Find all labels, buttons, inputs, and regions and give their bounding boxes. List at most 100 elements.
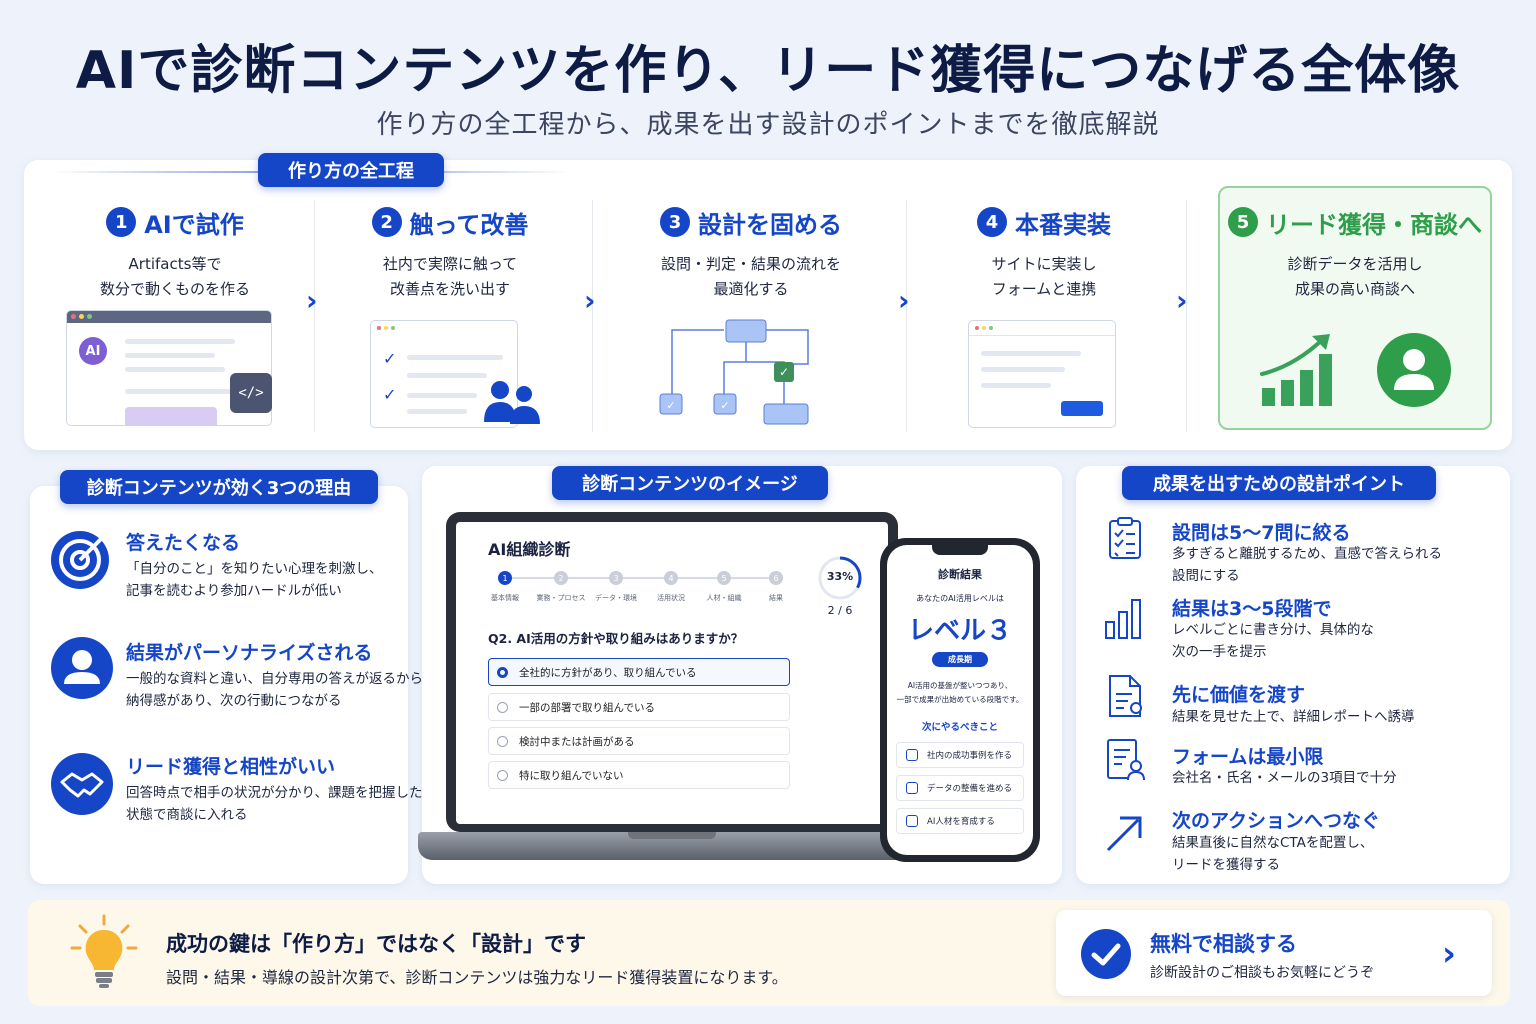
result-heading: 診断結果: [938, 568, 982, 581]
step-title: リード獲得・商談へ: [1266, 210, 1482, 239]
radio-icon: [497, 770, 508, 781]
step-desc: フォームと連携: [991, 280, 1097, 298]
answer-option-label: 一部の部署で取り組んでいる: [519, 701, 655, 714]
document-icon: [1109, 675, 1142, 717]
form-mockup: [968, 320, 1116, 428]
shield-icon: [906, 749, 918, 761]
step-desc: 数分で動くものを作る: [99, 280, 250, 298]
step-desc: 成果の高い商談へ: [1294, 280, 1415, 298]
step-divider: [314, 200, 315, 432]
clipboard-checklist-icon: [1109, 517, 1141, 559]
radio-icon: [497, 702, 508, 713]
check-icon: ✓: [383, 349, 397, 368]
target-icon: [51, 528, 112, 589]
step-desc: 設問・判定・結果の流れを: [660, 255, 841, 273]
radio-icon: [497, 667, 508, 678]
answer-option[interactable]: 全社的に方針があり、取り組んでいる: [488, 658, 790, 686]
chevron-right-icon[interactable]: ›: [1442, 934, 1457, 974]
todo-item[interactable]: データの整備を進める: [896, 775, 1024, 801]
bottom-desc: 設問・結果・導線の設計次第で、診断コンテンツは強力なリード獲得装置になります。: [166, 968, 788, 987]
check-icon: ✓: [383, 385, 397, 404]
lightbulb-icon: [70, 914, 138, 988]
todo-item-label: データの整備を進める: [927, 784, 1013, 794]
point-desc: 設問にする: [1172, 568, 1240, 584]
arrow-right-icon: ›: [306, 284, 318, 317]
answer-option[interactable]: 検討中または計画がある: [488, 727, 790, 755]
check-circle-icon: [1081, 929, 1131, 979]
todo-item[interactable]: AI人材を育成する: [896, 808, 1024, 834]
arrow-right-icon: ›: [898, 284, 910, 317]
todo-item[interactable]: 社内の成功事例を作る: [896, 742, 1024, 768]
point-desc: 結果直後に自然なCTAを配置し、: [1172, 835, 1374, 851]
page-subtitle: 作り方の全工程から、成果を出す設計のポイントまでを徹底解説: [376, 110, 1160, 140]
step-desc: 改善点を洗い出す: [389, 280, 510, 298]
progress-step-label: 結果: [769, 594, 783, 602]
step-number: 4: [977, 207, 1007, 237]
step-divider: [906, 200, 907, 432]
result-intro: あなたのAI活用レベルは: [916, 594, 1004, 603]
database-icon: [906, 782, 918, 794]
point-desc: レベルごとに書き分け、具体的な: [1172, 622, 1374, 638]
quiz-title: AI組織診断: [488, 540, 571, 559]
step-3: 3 設計を固める 設問・判定・結果の流れを最適化する: [606, 200, 896, 302]
todo-item-label: AI人材を育成する: [927, 817, 995, 827]
progress-step: 3: [609, 571, 623, 585]
result-level: レベル３: [907, 616, 1012, 646]
user-circle-icon: [1377, 333, 1451, 407]
user-icon: [51, 637, 113, 699]
reason-title: リード獲得と相性がいい: [126, 756, 336, 778]
step-title: 設計を固める: [698, 210, 842, 239]
step-number: 3: [660, 207, 690, 237]
result-desc: AI活用の基盤が整いつつあり、: [907, 681, 1013, 690]
arrow-up-right-icon: [1106, 816, 1142, 852]
step-desc: 診断データを活用し: [1287, 255, 1423, 273]
stage-badge: 成長期: [932, 652, 988, 667]
point-title: フォームは最小限: [1172, 746, 1324, 768]
step-title: AIで試作: [144, 210, 244, 239]
progress-count: 2 / 6: [827, 604, 853, 617]
laptop-notch: [628, 832, 716, 839]
progress-step-label: 基本情報: [491, 594, 519, 602]
users-icon: [484, 381, 540, 424]
bottom-title: 成功の鍵は「作り方」ではなく「設計」です: [166, 932, 586, 956]
step-desc: Artifacts等で: [128, 255, 222, 273]
progress-percent: 33%: [826, 570, 854, 583]
result-desc: 一部で成果が出始めている段階です。: [896, 695, 1024, 704]
answer-option[interactable]: 特に取り組んでいない: [488, 761, 790, 789]
progress-step: 4: [664, 571, 678, 585]
answer-option-label: 全社的に方針があり、取り組んでいる: [519, 666, 697, 679]
answer-option[interactable]: 一部の部署で取り組んでいる: [488, 693, 790, 721]
point-desc: 会社名・氏名・メールの3項目で十分: [1172, 770, 1397, 786]
cta-title: 無料で相談する: [1150, 932, 1297, 956]
arrow-right-icon: ›: [1176, 284, 1188, 317]
reason-desc: 「自分のこと」を知りたい心理を刺激し、: [126, 561, 383, 577]
step-desc: 最適化する: [713, 280, 789, 298]
image-label: 診断コンテンツのイメージ: [552, 466, 828, 500]
reason-desc: 回答時点で相手の状況が分かり、課題を把握した: [126, 785, 423, 801]
step-desc: サイトに実装し: [991, 255, 1097, 273]
svg-text:✓: ✓: [666, 399, 675, 412]
page-title: AIで診断コンテンツを作り、リード獲得につなげる全体像: [75, 41, 1461, 101]
radio-icon: [497, 736, 508, 747]
answer-option-label: 特に取り組んでいない: [519, 769, 624, 782]
step-desc: 社内で実際に触って: [382, 255, 518, 273]
point-desc: 結果を見せた上で、詳細レポートへ誘導: [1172, 709, 1415, 725]
flowchart-icon: ✓ ✓ ✓: [659, 319, 809, 425]
svg-text:✓: ✓: [779, 365, 789, 379]
reasons-label: 診断コンテンツが効く3つの理由: [60, 470, 378, 504]
point-desc: 次の一手を提示: [1172, 644, 1267, 660]
points-label: 成果を出すための設計ポイント: [1122, 466, 1436, 500]
code-icon: </>: [230, 373, 272, 413]
step-number: 1: [106, 207, 137, 237]
progress-step: 6: [769, 571, 783, 585]
phone-screen: [887, 545, 1033, 855]
point-title: 次のアクションへつなぐ: [1172, 810, 1381, 832]
arrow-right-icon: ›: [584, 284, 596, 317]
reason-title: 結果がパーソナライズされる: [126, 642, 373, 664]
step-divider: [1186, 200, 1187, 432]
step-title: 本番実装: [1015, 210, 1111, 239]
progress-ring: [818, 556, 862, 600]
